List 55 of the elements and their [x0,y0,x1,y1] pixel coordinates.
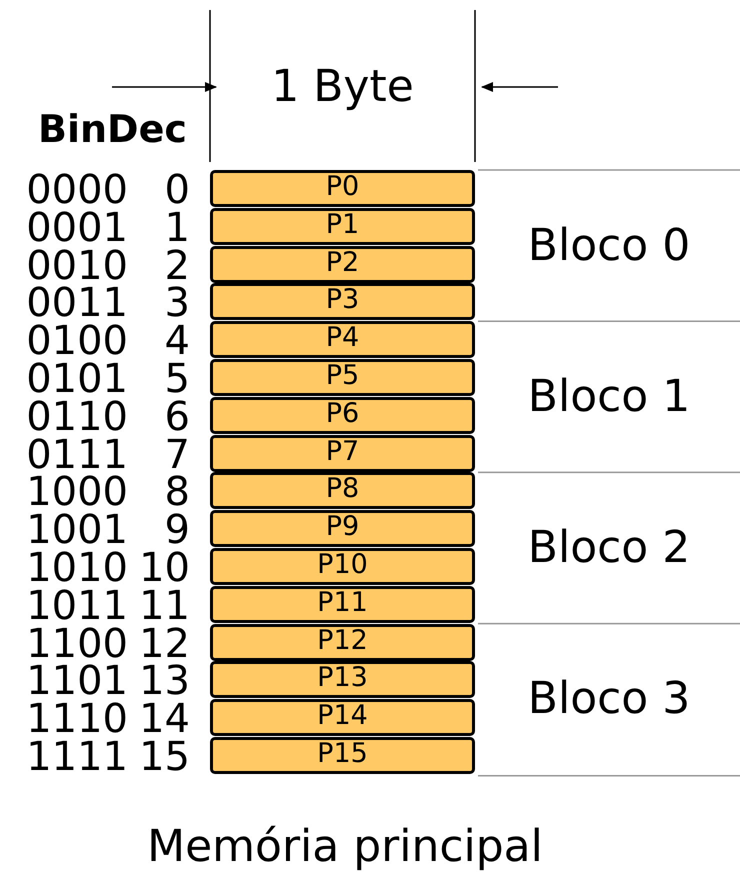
memory-cell: P14 [210,699,475,736]
memory-cell: P2 [210,246,475,283]
memory-cell: P12 [210,624,475,661]
decimal-address: 7 [164,436,190,474]
binary-address: 1001 [25,511,128,550]
memory-cell: P10 [210,548,475,585]
decimal-address: 10 [138,549,190,587]
binary-address: 1011 [25,586,128,625]
binary-address: 0000 [25,171,128,209]
memory-cell: P6 [210,396,475,434]
binary-address: 1010 [25,549,128,587]
binary-address: 0010 [25,246,128,285]
memory-cell: P13 [210,661,475,698]
decimal-address: 14 [138,700,190,738]
block-label: Bloco 0 [526,218,692,273]
memory-cell: P4 [210,321,475,358]
binary-address: 0100 [25,322,128,360]
binary-address: 1101 [25,662,128,700]
binary-address: 0110 [25,398,128,436]
binary-address: 0001 [25,208,128,247]
memory-cell: P15 [210,737,475,774]
binary-address: 0111 [25,436,128,474]
decimal-address: 15 [138,738,190,776]
decimal-address: 9 [164,511,190,550]
decimal-address: 3 [164,284,190,322]
memory-cell: P5 [210,359,475,396]
binary-address: 1000 [25,473,128,512]
decimal-address: 8 [164,473,190,512]
decimal-address: 4 [164,322,190,360]
decimal-address: 12 [138,624,190,663]
binary-address: 1110 [25,700,128,738]
memory-cell: P3 [210,283,475,320]
memory-cell: P7 [210,434,475,472]
decimal-address: 6 [164,398,190,436]
binary-address: 0011 [25,284,128,322]
memory-cell: P0 [210,170,475,207]
memory-cell: P1 [210,208,475,245]
binary-address: 1100 [25,624,128,663]
decimal-address: 11 [138,586,190,625]
binary-address: 1111 [25,738,128,776]
block-label: Bloco 2 [526,521,692,575]
memory-cell: P8 [210,472,475,510]
decimal-address: 0 [164,171,190,209]
decimal-address: 2 [164,246,190,285]
column-header: BinDec [38,106,187,152]
binary-address: 0101 [25,360,128,398]
decimal-address: 1 [164,208,190,247]
dimension-label: 1 Byte [270,60,415,114]
caption: Memória principal [146,820,544,874]
decimal-address: 13 [138,662,190,700]
decimal-address: 5 [164,360,190,398]
memory-cell: P11 [210,586,475,623]
block-label: Bloco 3 [526,672,692,726]
memory-cell: P9 [210,510,475,548]
block-label: Bloco 1 [526,370,692,424]
